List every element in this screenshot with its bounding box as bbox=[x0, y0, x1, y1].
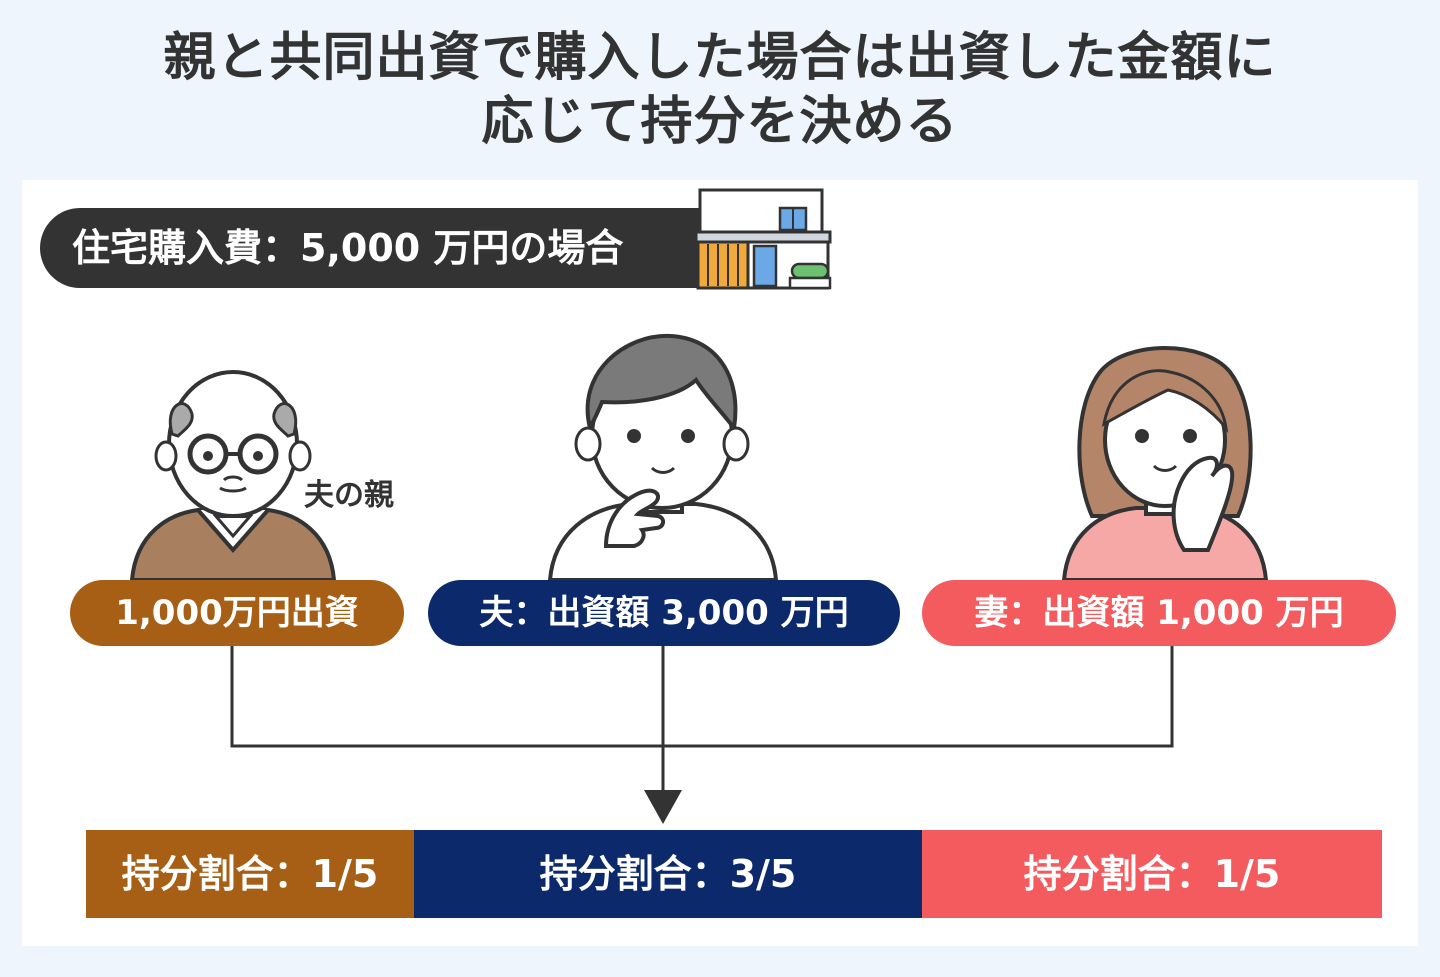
woman-illustration bbox=[1061, 346, 1269, 580]
title-line-2: 応じて持分を決める bbox=[481, 92, 959, 152]
husband-contribution-pill: 夫：出資額 3,000 万円 bbox=[428, 580, 900, 646]
parent-contribution-pill: 1,000万円出資 bbox=[70, 580, 404, 646]
wife-share-bar: 持分割合：1/5 bbox=[922, 830, 1382, 918]
parent-connector bbox=[230, 646, 1174, 748]
house-icon bbox=[694, 188, 832, 290]
elderly-man-illustration bbox=[129, 370, 337, 580]
parent-share-bar: 持分割合：1/5 bbox=[86, 830, 414, 918]
wife-contribution-pill: 妻：出資額 1,000 万円 bbox=[922, 580, 1396, 646]
young-man-illustration bbox=[547, 333, 778, 580]
parent-label: 夫の親 bbox=[304, 478, 394, 513]
down-arrow-icon bbox=[644, 790, 682, 824]
page-title: 親と共同出資で購入した場合は出資した金額に 応じて持分を決める bbox=[0, 26, 1440, 154]
husband-share-bar: 持分割合：3/5 bbox=[414, 830, 922, 918]
purchase-cost-banner: 住宅購入費：5,000 万円の場合 bbox=[40, 208, 740, 288]
title-line-1: 親と共同出資で購入した場合は出資した金額に bbox=[163, 28, 1277, 88]
